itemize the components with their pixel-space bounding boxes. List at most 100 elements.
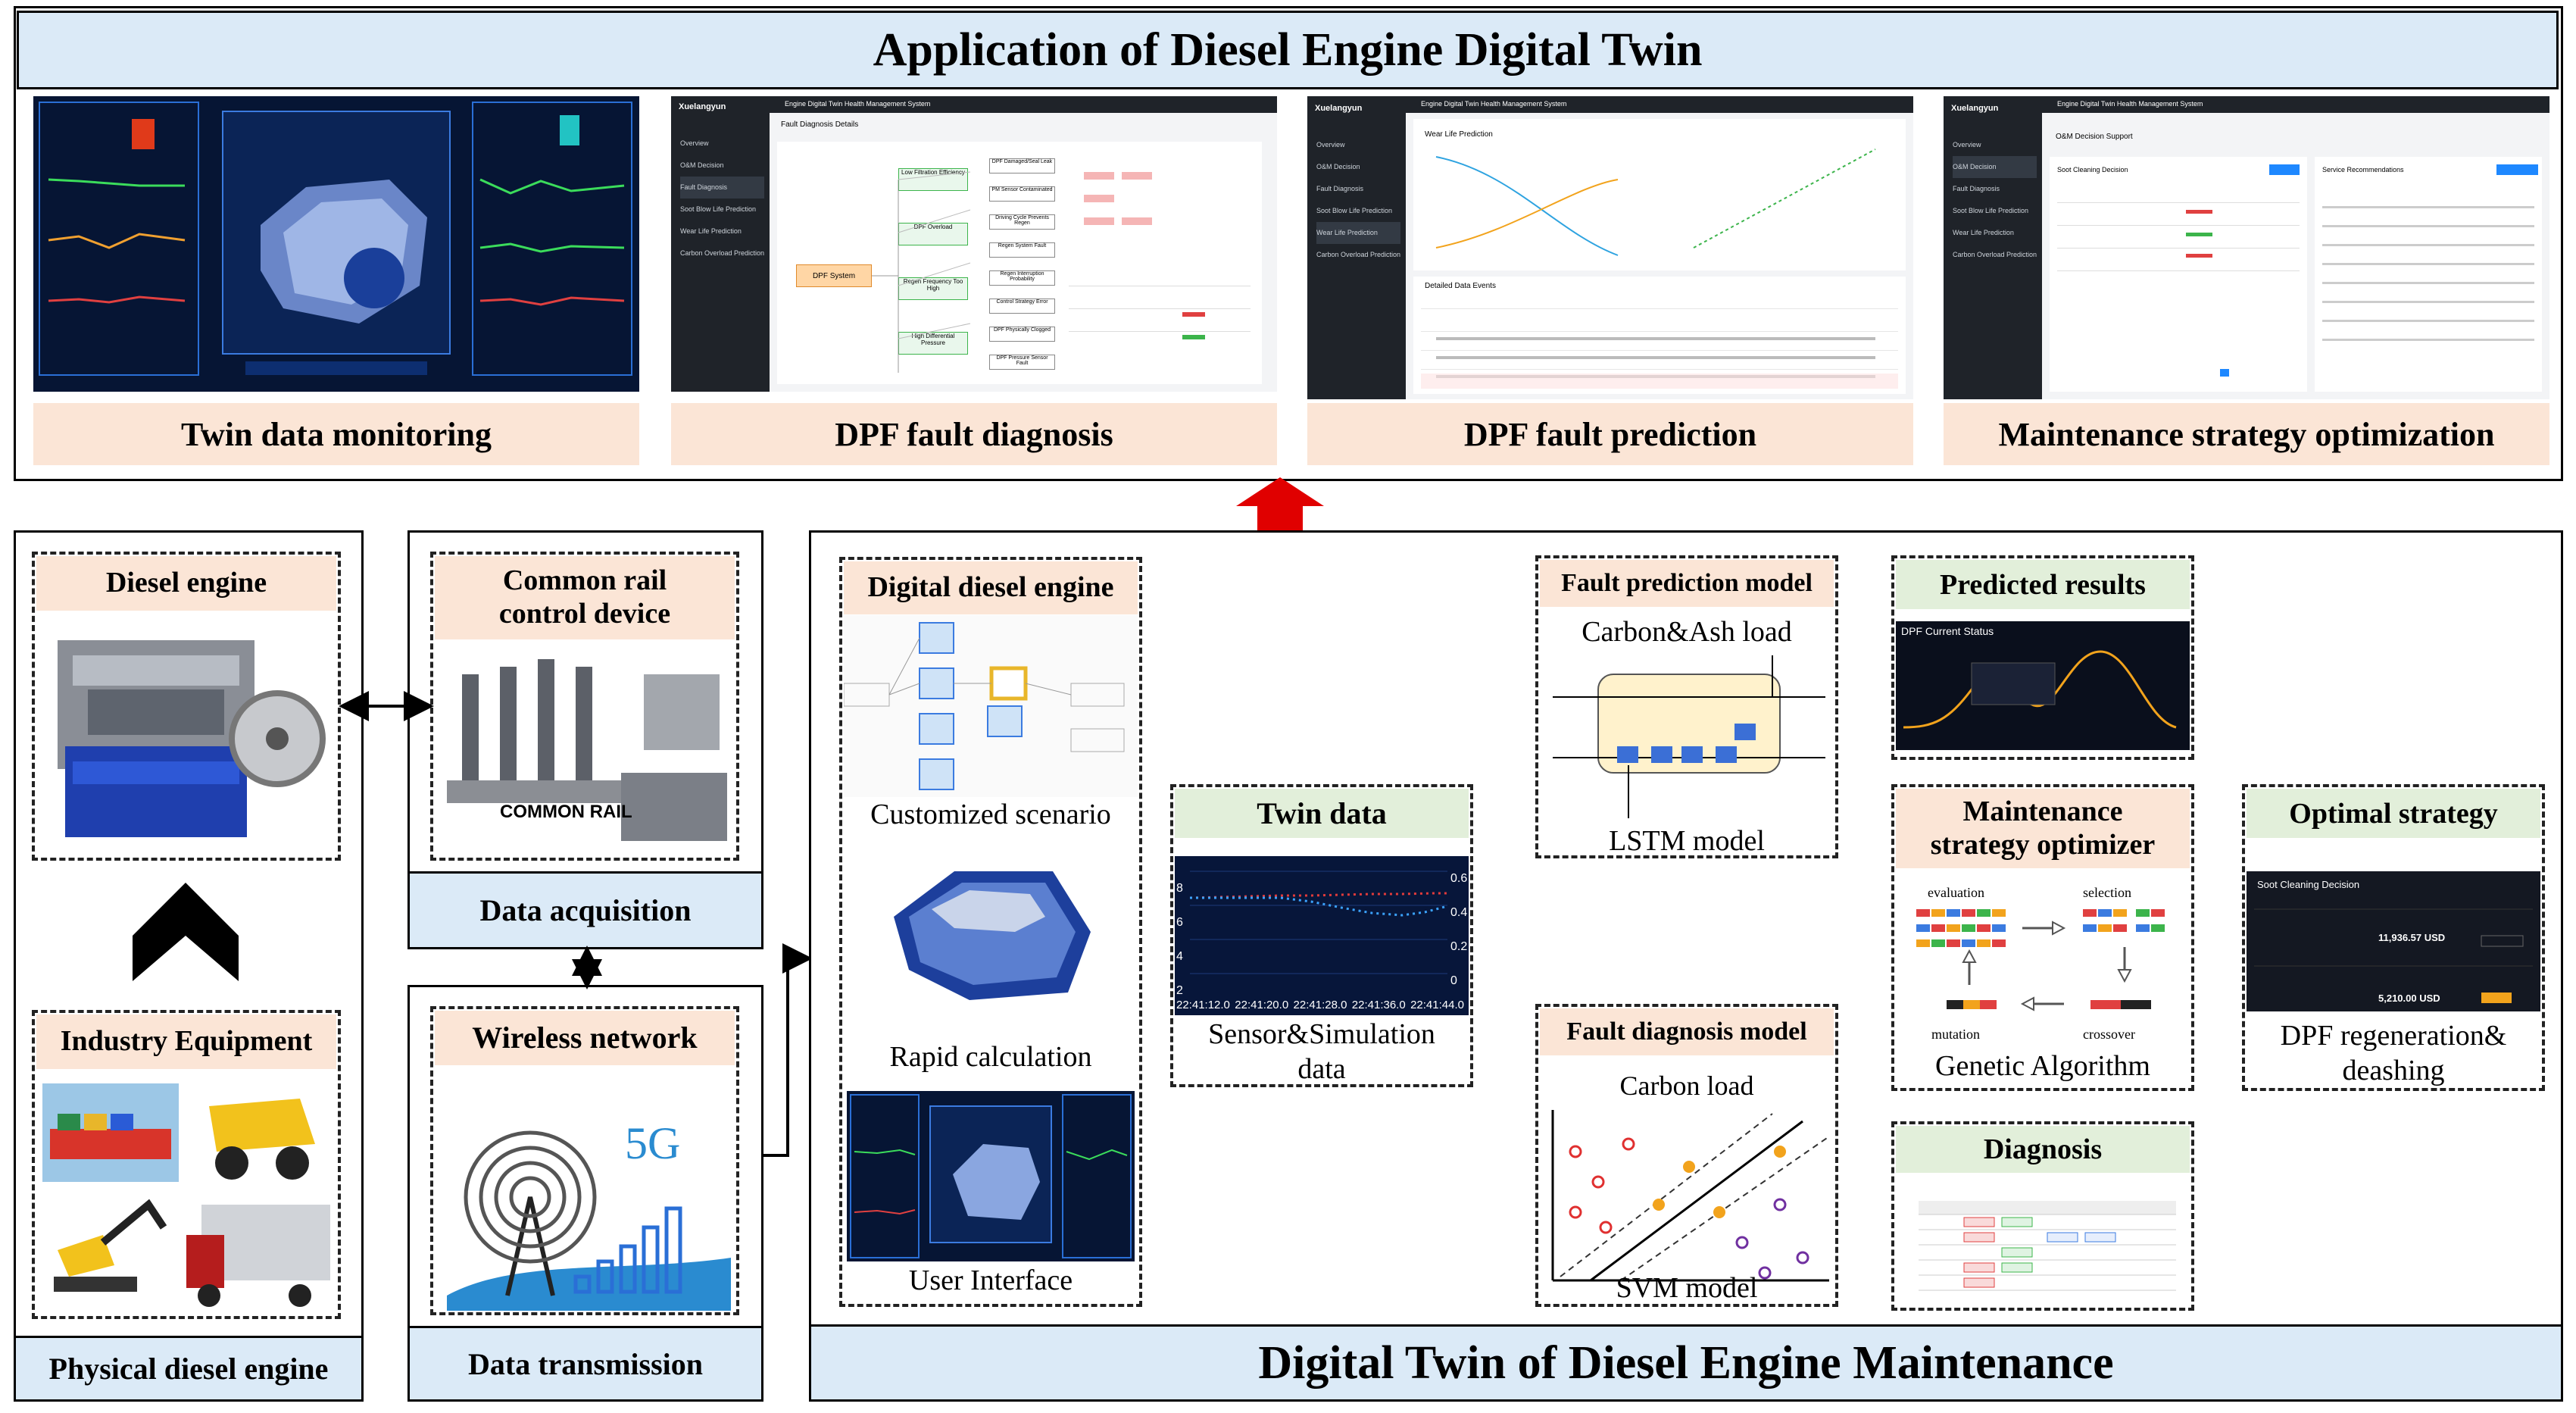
- ui-system-title: Engine Digital Twin Health Management Sy…: [785, 100, 931, 108]
- data-acquisition-label: Data acquisition: [407, 871, 763, 949]
- digital-diesel-engine-label: Digital diesel engine: [844, 561, 1138, 614]
- dpf-system-node: DPF System: [796, 264, 872, 287]
- common-rail-label: Common rail control device: [435, 556, 735, 639]
- fault-prediction-screenshot: Xuelangyun Engine Digital Twin Health Ma…: [1307, 96, 1913, 399]
- diagnosis-table: [1896, 1182, 2190, 1303]
- data-transmission-label: Data transmission: [407, 1326, 763, 1402]
- physical-diesel-engine-label: Physical diesel engine: [14, 1336, 364, 1402]
- wireless-network-label: Wireless network: [435, 1011, 735, 1065]
- app-label-maintenance-optimization: Maintenance strategy optimization: [1944, 403, 2549, 465]
- common-rail-line1: Common rail: [502, 564, 667, 597]
- common-rail-line2: control device: [498, 598, 671, 630]
- pred-table-title: Detailed Data Events: [1425, 282, 1496, 290]
- om-left-title: Soot Cleaning Decision: [2057, 166, 2128, 173]
- lstm-caption: LSTM model: [1609, 825, 1765, 857]
- twin-data-chart: [1175, 856, 1469, 1015]
- fault-diagnosis-screenshot: Xuelangyun Engine Digital Twin Health Ma…: [671, 96, 1277, 392]
- wireless-tower-image: [447, 1130, 731, 1311]
- ui-menu: Overview O&M Decision Fault Diagnosis So…: [680, 133, 765, 264]
- dpf-line1: DPF regeneration&: [2280, 1020, 2507, 1052]
- om-title: O&M Decision Support: [2056, 133, 2133, 141]
- twin-monitoring-screenshot: [33, 96, 639, 392]
- fault-diagnosis-model-label: Fault diagnosis model: [1540, 1008, 1834, 1055]
- up-arrow: [1236, 477, 1324, 533]
- maintenance-optimizer-label: Maintenance strategy optimizer: [1896, 789, 2190, 868]
- ui-system-title: Engine Digital Twin Health Management Sy…: [1421, 100, 1567, 108]
- genetic-algorithm-diagram: [1916, 909, 2165, 1011]
- menu-item-fault-diagnosis[interactable]: Fault Diagnosis: [1953, 185, 2000, 192]
- menu-item-wear-life[interactable]: Wear Life Prediction: [1316, 222, 1401, 244]
- predicted-results-chart: [1896, 621, 2190, 750]
- app-label-fault-prediction: DPF fault prediction: [1307, 403, 1913, 465]
- ui-brand: Xuelangyun: [679, 102, 726, 111]
- lstm-diagram: [1553, 655, 1825, 818]
- ga-selection: selection: [2083, 885, 2131, 900]
- ga-evaluation: evaluation: [1928, 885, 1984, 900]
- menu-item-carbon-overload[interactable]: Carbon Overload Prediction: [1953, 251, 2037, 258]
- rapid-calculation-image: [894, 871, 1091, 1000]
- tree-leaves: DPF Damaged/Seal Leak PM Sensor Contamin…: [989, 158, 1055, 370]
- fault-prediction-model-label: Fault prediction model: [1540, 560, 1834, 607]
- menu-item-om-decision[interactable]: O&M Decision: [1316, 163, 1360, 170]
- diagnosis-label: Diagnosis: [1896, 1126, 2190, 1173]
- menu-item-soot-blow[interactable]: Soot Blow Life Prediction: [1953, 207, 2029, 214]
- menu-item-om-decision[interactable]: O&M Decision: [680, 161, 724, 169]
- ui-system-title: Engine Digital Twin Health Management Sy…: [2057, 100, 2203, 108]
- menu-item-soot-blow[interactable]: Soot Blow Life Prediction: [680, 205, 757, 213]
- diesel-engine-label: Diesel engine: [36, 556, 336, 611]
- optimal-strategy-label: Optimal strategy: [2247, 789, 2540, 838]
- diesel-engine-image: [58, 640, 326, 837]
- diag-title: Fault Diagnosis Details: [781, 120, 859, 129]
- menu-item-carbon-overload[interactable]: Carbon Overload Prediction: [680, 249, 765, 257]
- menu-item-wear-life[interactable]: Wear Life Prediction: [680, 227, 742, 235]
- optimal-strategy-rows: [2254, 908, 2533, 1003]
- menu-item-soot-blow[interactable]: Soot Blow Life Prediction: [1316, 207, 1393, 214]
- predicted-results-label: Predicted results: [1896, 560, 2190, 609]
- maint-line2: strategy optimizer: [1930, 828, 2156, 861]
- tree-mid: Low Filtration Efficiency DPF Overload R…: [898, 168, 968, 355]
- pred-title: Wear Life Prediction: [1425, 130, 1493, 139]
- menu-item-om-decision[interactable]: O&M Decision: [1953, 156, 2037, 178]
- common-rail-image: [447, 659, 727, 841]
- rapid-calculation-caption: Rapid calculation: [889, 1041, 1092, 1073]
- genetic-algorithm-caption: Genetic Algorithm: [1935, 1050, 2150, 1082]
- maint-line1: Maintenance: [1962, 795, 2123, 827]
- customized-scenario-caption: Customized scenario: [870, 799, 1111, 830]
- common-rail-print: COMMON RAIL: [500, 802, 632, 822]
- sensor-line2: data: [1297, 1052, 1346, 1085]
- svm-caption: SVM model: [1616, 1272, 1758, 1304]
- sensor-line1: Sensor&Simulation: [1208, 1018, 1435, 1050]
- cost-value-1: 11,936.57 USD: [2378, 932, 2446, 943]
- twin-data-label: Twin data: [1175, 789, 1469, 838]
- up-chevron-icon: [133, 883, 239, 981]
- dpf-status-title: DPF Current Status: [1901, 625, 1994, 637]
- ga-crossover: crossover: [2083, 1027, 2135, 1042]
- user-interface-image: [847, 1091, 1135, 1261]
- customized-scenario-image: [844, 615, 1138, 797]
- ui-brand: Xuelangyun: [1951, 104, 1999, 113]
- digital-twin-label: Digital Twin of Diesel Engine Maintenanc…: [809, 1324, 2563, 1402]
- ui-menu: Overview O&M Decision Fault Diagnosis So…: [1316, 134, 1401, 266]
- menu-item-wear-life[interactable]: Wear Life Prediction: [1953, 229, 2014, 236]
- menu-item-overview[interactable]: Overview: [1316, 141, 1345, 148]
- industry-equipment-images: [42, 1083, 330, 1307]
- dpf-line2: deashing: [2342, 1054, 2445, 1086]
- menu-item-overview[interactable]: Overview: [1953, 141, 1981, 148]
- svm-diagram: [1551, 1110, 1830, 1282]
- menu-item-overview[interactable]: Overview: [680, 139, 709, 147]
- menu-item-fault-diagnosis[interactable]: Fault Diagnosis: [680, 177, 765, 199]
- maintenance-optimization-screenshot: Xuelangyun Engine Digital Twin Health Ma…: [1944, 96, 2549, 399]
- menu-item-carbon-overload[interactable]: Carbon Overload Prediction: [1316, 251, 1401, 258]
- optimal-strategy-panel: [2247, 871, 2540, 1011]
- fiveg-label: 5G: [625, 1118, 681, 1168]
- carbon-load-caption: Carbon load: [1619, 1071, 1754, 1101]
- cost-value-2: 5,210.00 USD: [2378, 993, 2440, 1004]
- dpf-regeneration-caption: DPF regeneration& deashing: [2247, 1019, 2540, 1088]
- sensor-simulation-caption: Sensor&Simulation data: [1175, 1018, 1469, 1086]
- menu-item-fault-diagnosis[interactable]: Fault Diagnosis: [1316, 185, 1364, 192]
- soot-decision-title: Soot Cleaning Decision: [2257, 879, 2360, 890]
- application-title: Application of Diesel Engine Digital Twi…: [17, 11, 2559, 89]
